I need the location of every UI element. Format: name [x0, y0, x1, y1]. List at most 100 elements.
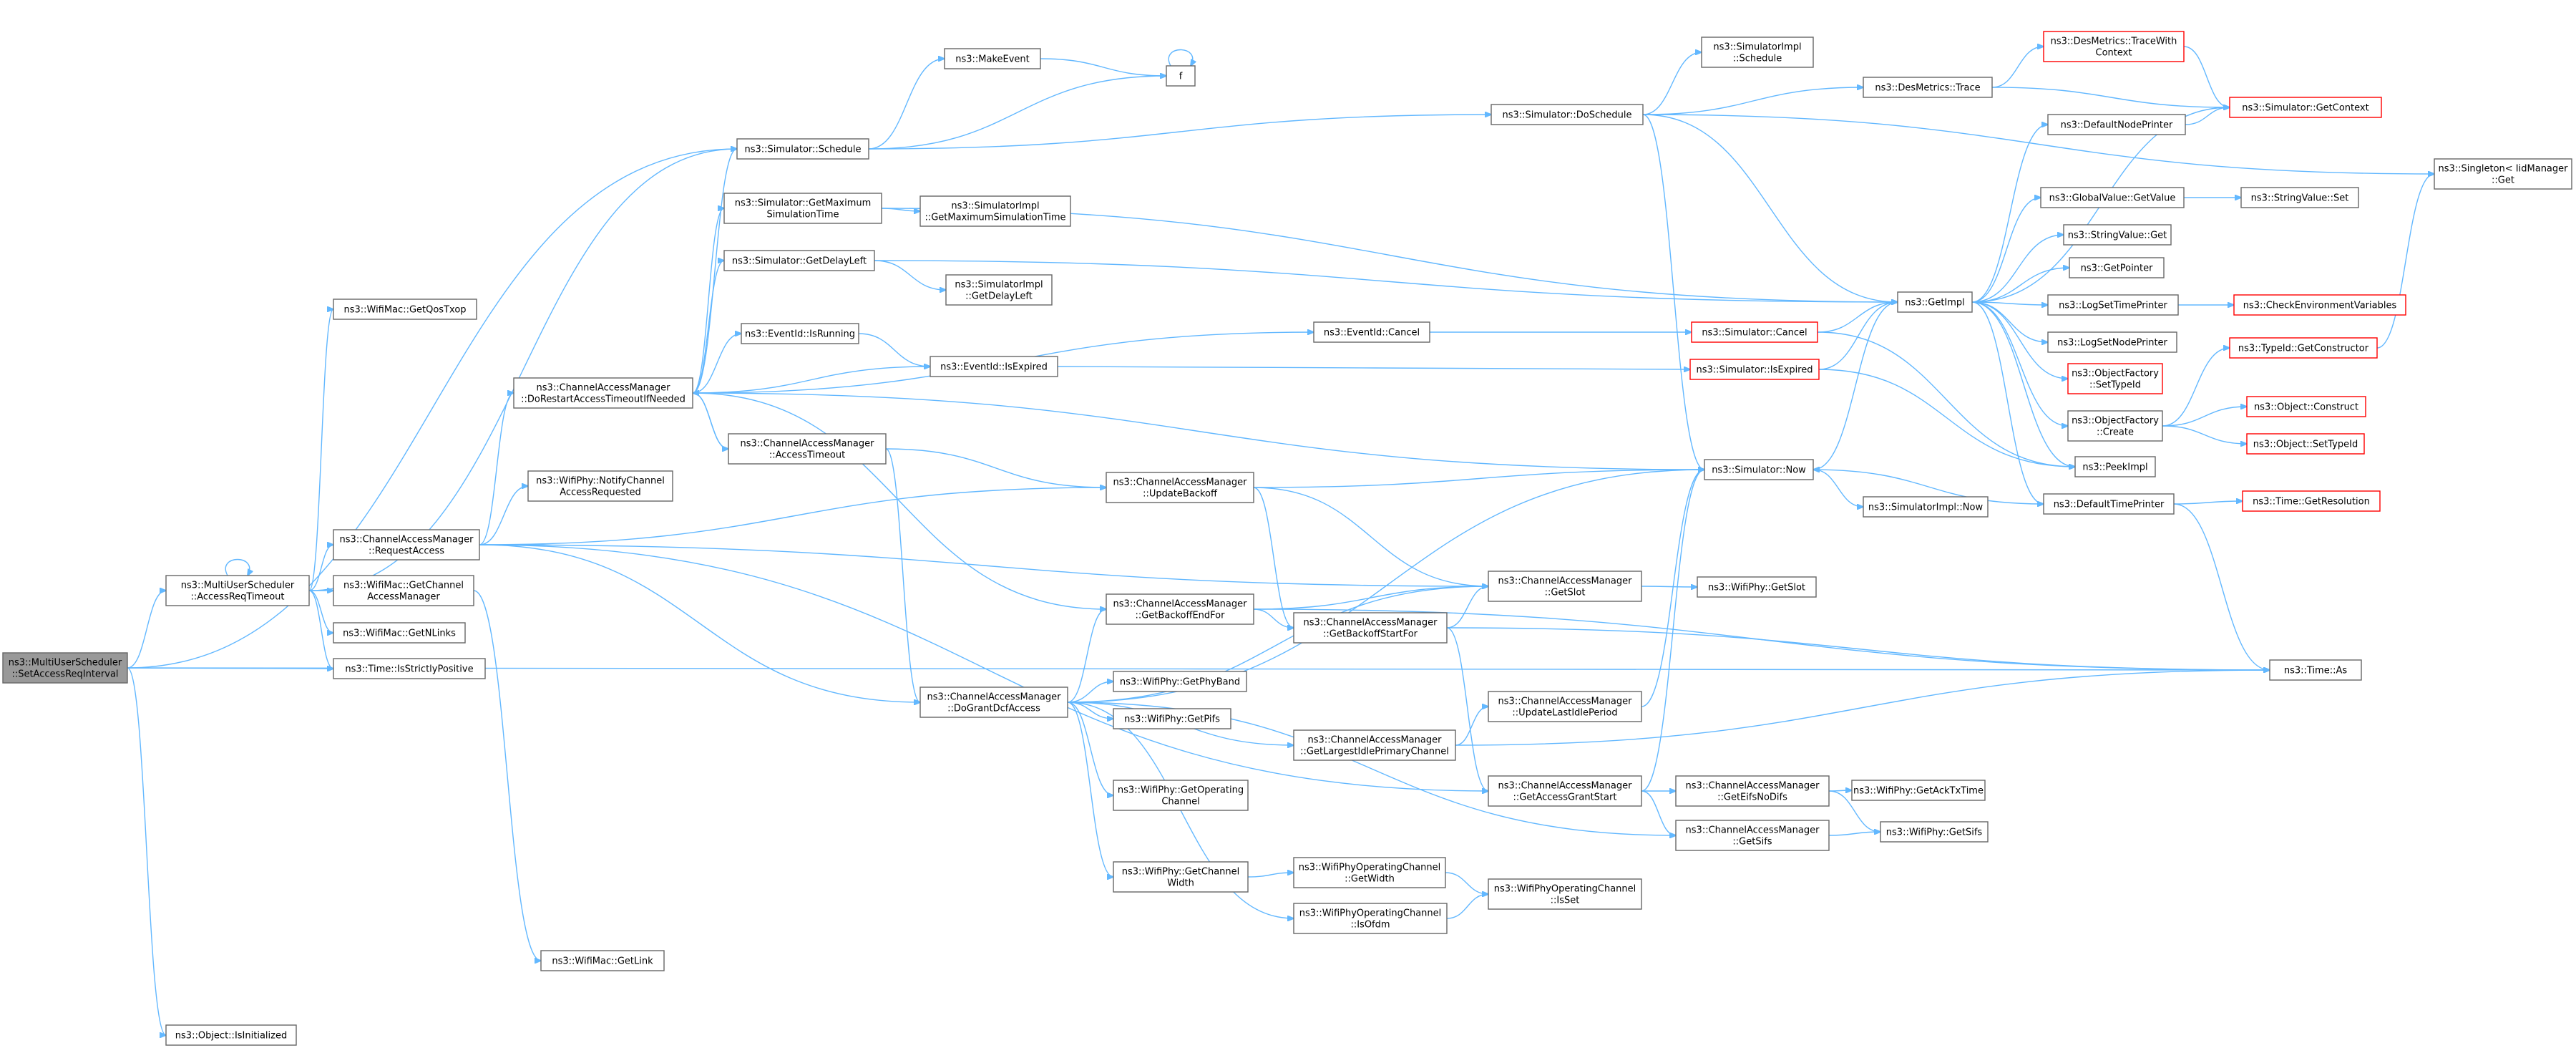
node-getcontext[interactable]: ns3::Simulator::GetContext	[2229, 97, 2382, 118]
node-box	[723, 193, 882, 224]
node-objconstruct[interactable]: ns3::Object::Construct	[2246, 396, 2366, 417]
node-timeas[interactable]: ns3::Time::As	[2269, 659, 2362, 681]
node-label-line: ns3::WifiPhy::NotifyChannel	[536, 476, 665, 487]
node-peekimpl[interactable]: ns3::PeekImpl	[2074, 456, 2156, 477]
node-simnow[interactable]: ns3::Simulator::Now	[1704, 459, 1814, 480]
node-label-line: ns3::StringValue::Get	[2068, 231, 2167, 241]
node-deftimeprinter[interactable]: ns3::DefaultTimePrinter	[2043, 493, 2175, 515]
node-getnlinks[interactable]: ns3::WifiMac::GetNLinks	[333, 622, 466, 644]
node-getpifs[interactable]: ns3::WifiPhy::GetPifs	[1113, 708, 1231, 729]
node-dogrant[interactable]: ns3::ChannelAccessManager::DoGrantDcfAcc…	[919, 686, 1068, 718]
node-cam_getslot[interactable]: ns3::ChannelAccessManager::GetSlot	[1488, 571, 1642, 602]
node-updback[interactable]: ns3::ChannelAccessManager::UpdateBackoff	[1106, 472, 1254, 503]
node-label-line: AccessManager	[367, 592, 440, 603]
node-box	[1880, 821, 1989, 843]
call-edge-getmaxsim-to-getimpl	[881, 208, 1898, 302]
node-simisexpired[interactable]: ns3::Simulator::IsExpired	[1689, 359, 1820, 380]
node-strvalset[interactable]: ns3::StringValue::Set	[2240, 187, 2359, 208]
call-edge-doschedule-to-simimpl_sched	[1642, 52, 1702, 115]
node-getqos[interactable]: ns3::WifiMac::GetQosTxop	[333, 299, 477, 320]
node-label-line: ::AccessTimeout	[769, 450, 845, 461]
node-singleton[interactable]: ns3::Singleton< IidManager::Get	[2434, 158, 2572, 190]
node-label-line: ns3::Time::As	[2284, 666, 2348, 676]
node-phy_getslot[interactable]: ns3::WifiPhy::GetSlot	[1697, 576, 1817, 598]
node-simimplnow[interactable]: ns3::SimulatorImpl::Now	[1863, 496, 1989, 518]
node-getacktx[interactable]: ns3::WifiPhy::GetAckTxTime	[1851, 780, 1986, 801]
node-isexpired[interactable]: ns3::EventId::IsExpired	[930, 356, 1058, 377]
node-root[interactable]: ns3::MultiUserScheduler::SetAccessReqInt…	[2, 652, 128, 684]
node-f[interactable]: f	[1166, 65, 1196, 87]
node-wpoc_isset[interactable]: ns3::WifiPhyOperatingChannel::IsSet	[1488, 878, 1642, 910]
node-label-line: ::GetSlot	[1545, 588, 1586, 598]
node-getdelay[interactable]: ns3::Simulator::GetDelayLeft	[723, 250, 875, 271]
node-label-line: ns3::ChannelAccessManager	[1113, 477, 1248, 488]
node-objfact_create[interactable]: ns3::ObjectFactory::Create	[2067, 410, 2163, 442]
node-reqacc[interactable]: ns3::ChannelAccessManager::RequestAccess	[333, 529, 480, 561]
call-edge-getbackstart-to-getaccgrant	[1446, 627, 1488, 791]
node-objinit[interactable]: ns3::Object::IsInitialized	[165, 1024, 297, 1046]
node-acctimeout[interactable]: ns3::ChannelAccessManager::AccessTimeout	[728, 433, 887, 465]
node-updlastidle[interactable]: ns3::ChannelAccessManager::UpdateLastIdl…	[1488, 691, 1642, 722]
node-box	[728, 433, 887, 465]
node-getpointer[interactable]: ns3::GetPointer	[2069, 257, 2165, 278]
node-simimpl_sched[interactable]: ns3::SimulatorImpl::Schedule	[1701, 37, 1814, 68]
node-getlargest[interactable]: ns3::ChannelAccessManager::GetLargestIdl…	[1293, 729, 1456, 761]
node-checkenv[interactable]: ns3::CheckEnvironmentVariables	[2233, 294, 2406, 316]
node-defnodeprinter[interactable]: ns3::DefaultNodePrinter	[2047, 114, 2186, 135]
node-makeevent[interactable]: ns3::MakeEvent	[944, 48, 1041, 69]
node-getphyband[interactable]: ns3::WifiPhy::GetPhyBand	[1113, 671, 1247, 692]
node-simimpl_getdelay[interactable]: ns3::SimulatorImpl::GetDelayLeft	[945, 274, 1053, 306]
node-typeid_getctor[interactable]: ns3::TypeId::GetConstructor	[2229, 337, 2378, 359]
node-gvgetvalue[interactable]: ns3::GlobalValue::GetValue	[2040, 187, 2185, 208]
node-logsetnode[interactable]: ns3::LogSetNodePrinter	[2047, 331, 2177, 353]
node-wpoc_isofdm[interactable]: ns3::WifiPhyOperatingChannel::IsOfdm	[1293, 903, 1448, 934]
node-box	[1488, 775, 1642, 807]
node-cam_getsifs[interactable]: ns3::ChannelAccessManager::GetSifs	[1675, 820, 1830, 851]
node-objfact_settype[interactable]: ns3::ObjectFactory::SetTypeId	[2067, 363, 2163, 394]
node-label-line: ns3::Simulator::IsExpired	[1696, 365, 1813, 376]
node-dorestart[interactable]: ns3::ChannelAccessManager::DoRestartAcce…	[513, 377, 693, 409]
node-getlink[interactable]: ns3::WifiMac::GetLink	[540, 950, 665, 971]
call-edge-updback-to-cam_getslot	[1253, 487, 1488, 586]
node-geteifs[interactable]: ns3::ChannelAccessManager::GetEifsNoDifs	[1675, 775, 1830, 807]
node-label-line: ns3::Simulator::GetMaximum	[735, 198, 872, 209]
node-label-line: ns3::TypeId::GetConstructor	[2238, 344, 2369, 354]
call-edge-wpoc_getwidth-to-wpoc_isset	[1445, 872, 1488, 894]
node-phy_getsifs[interactable]: ns3::WifiPhy::GetSifs	[1880, 821, 1989, 843]
node-getaccgrant[interactable]: ns3::ChannelAccessManager::GetAccessGran…	[1488, 775, 1642, 807]
node-doschedule[interactable]: ns3::Simulator::DoSchedule	[1491, 104, 1644, 125]
node-strict[interactable]: ns3::Time::IsStrictlyPositive	[333, 658, 486, 679]
call-edge-getbackstart-to-cam_getslot	[1446, 586, 1488, 629]
call-edge-doschedule-to-singleton	[1642, 114, 2434, 174]
node-objsettype[interactable]: ns3::Object::SetTypeId	[2246, 433, 2365, 455]
node-desmtrace[interactable]: ns3::DesMetrics::Trace	[1863, 77, 1993, 98]
node-box	[1293, 857, 1446, 888]
node-isrunning[interactable]: ns3::EventId::IsRunning	[741, 323, 859, 344]
node-logsettime[interactable]: ns3::LogSetTimePrinter	[2047, 294, 2179, 316]
node-notify[interactable]: ns3::WifiPhy::NotifyChannelAccessRequest…	[527, 470, 673, 502]
call-edge-reqacc-to-getaccgrant	[479, 544, 1488, 791]
node-getbackstart[interactable]: ns3::ChannelAccessManager::GetBackoffSta…	[1293, 612, 1448, 644]
node-getbackend[interactable]: ns3::ChannelAccessManager::GetBackoffEnd…	[1106, 593, 1254, 625]
node-label-line: ns3::WifiMac::GetQosTxop	[343, 305, 466, 316]
node-getresolution[interactable]: ns3::Time::GetResolution	[2242, 490, 2381, 512]
node-label-line: ns3::Object::SetTypeId	[2253, 440, 2358, 450]
node-simcancel[interactable]: ns3::Simulator::Cancel	[1691, 321, 1818, 343]
node-schedule[interactable]: ns3::Simulator::Schedule	[736, 138, 869, 160]
node-box	[1675, 820, 1830, 851]
node-eventcancel[interactable]: ns3::EventId::Cancel	[1313, 321, 1430, 343]
node-simimpl_getmax[interactable]: ns3::SimulatorImpl::GetMaximumSimulation…	[919, 195, 1071, 227]
call-edge-getimpl-to-gvgetvalue	[1971, 198, 2041, 303]
node-strvalget[interactable]: ns3::StringValue::Get	[2063, 224, 2172, 246]
node-wpoc_getwidth[interactable]: ns3::WifiPhyOperatingChannel::GetWidth	[1293, 857, 1446, 888]
node-getmaxsim[interactable]: ns3::Simulator::GetMaximumSimulationTime	[723, 193, 882, 224]
node-box	[1691, 321, 1818, 343]
node-getimpl[interactable]: ns3::GetImpl	[1897, 291, 1973, 313]
node-murto[interactable]: ns3::MultiUserScheduler::AccessReqTimeou…	[165, 575, 310, 606]
node-box	[741, 323, 859, 344]
